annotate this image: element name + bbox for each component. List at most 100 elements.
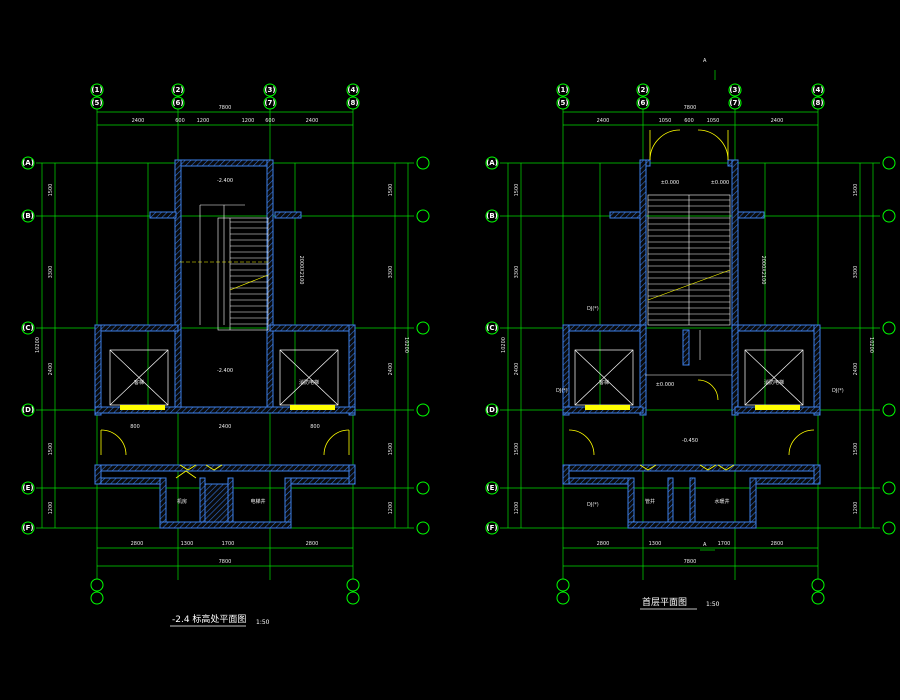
right-stair [645,194,732,376]
dim: 800 [130,424,140,430]
axis-label: (4) [812,86,823,94]
dim: 1500 [48,184,54,197]
axis-label: (4) [347,86,358,94]
left-axis-labels: (1) (2) (3) (4) (5) (6) (7) (8) (A) (B) … [22,86,359,532]
right-axis-labels: (1) (2) (3) (4) (5) (6) (7) (8) (A) (B) … [486,58,824,548]
drawing-title: -2.4 标高处平面图 [172,613,246,625]
dim: 3300 [388,266,394,279]
axis-label: (2) [637,86,648,94]
overall-dim: 7800 [219,559,232,565]
room-label: 机房 [177,498,187,505]
dim: 2800 [306,541,319,547]
dim: 600 [175,118,185,124]
elevation-label: -2.400 [217,178,233,184]
door-tag: DJ(*) [587,502,599,508]
left-stair [180,204,270,331]
axis-label: (B) [22,212,34,220]
overall-dim: 10200 [35,337,41,353]
axis-label: (C) [486,324,498,332]
axis-label: (1) [557,86,568,94]
axis-label: (F) [22,524,33,532]
room-label: 客梯 [599,379,609,386]
axis-label: (D) [22,406,34,414]
right-axis-bubbles [485,83,896,605]
dim: 2400 [219,424,232,430]
dim: 800 [310,424,320,430]
right-floor-plan: (1) (2) (3) (4) (5) (6) (7) (8) (A) (B) … [485,58,896,610]
axis-label: (7) [729,99,740,107]
dim: 1700 [222,541,235,547]
dim: 3300 [514,266,520,279]
dim: 2400 [771,118,784,124]
overall-dim: 10200 [501,337,507,353]
dim: 1500 [388,443,394,456]
room-label: 消防电梯 [299,379,319,386]
axis-label: (8) [347,99,358,107]
left-grid-lines [36,100,414,580]
dim: 1200 [48,502,54,515]
dim: 2400 [132,118,145,124]
dim: 1500 [48,443,54,456]
axis-label: (7) [264,99,275,107]
axis-label: (3) [729,86,740,94]
room-label: 水暖井 [714,498,729,505]
elevation-label: -0.450 [682,438,698,444]
overall-dim: 10200 [403,337,409,353]
dim: 3300 [48,266,54,279]
drawing-title: 首层平面图 [642,596,687,608]
room-label: 电梯井 [250,498,265,505]
dim: 1700 [718,541,731,547]
dim: 2800 [771,541,784,547]
dim: 2800 [131,541,144,547]
overall-dim: 10200 [868,337,874,353]
room-label: 管井 [645,498,655,505]
drawing-scale: 1:50 [706,601,720,608]
left-elevator-cars [109,349,339,410]
dim: 2400 [514,363,520,376]
right-room-labels: ±0.000 ±0.000 ±0.000 -0.450 客梯 消防电梯 管井 水… [556,180,844,508]
axis-label: (B) [486,212,498,220]
dim: 600 [265,118,275,124]
dim: 1050 [707,118,720,124]
axis-label: (E) [22,484,33,492]
dim: 1200 [388,502,394,515]
dim: 2800 [597,541,610,547]
room-label: 消防电梯 [764,379,784,386]
right-title-block: 首层平面图 1:50 [640,596,720,610]
dim: 2400 [853,363,859,376]
right-dimension-texts: 7800 2400 1050 600 1050 2400 2800 1300 1… [501,105,874,565]
dim: 1500 [514,443,520,456]
dim: 1050 [659,118,672,124]
dim: 1500 [388,184,394,197]
dim: 1500 [853,443,859,456]
dim: 1200 [242,118,255,124]
overall-dim: 7800 [684,105,697,111]
elevation-label: ±0.000 [711,180,730,186]
section-marker: A [703,58,707,64]
door-note: 2000X2100 [760,256,766,285]
dim: 1500 [514,184,520,197]
axis-label: (E) [486,484,497,492]
left-walls [94,159,356,529]
door-tag: DJ(*) [556,388,568,394]
door-tag: DJ(*) [832,388,844,394]
elevation-label: -2.400 [217,368,233,374]
right-doors [568,129,815,471]
axis-label: (5) [557,99,568,107]
axis-label: (1) [91,86,102,94]
drawing-scale: 1:50 [256,619,270,626]
left-top-axis-bubbles [21,83,430,605]
section-marker: A [703,542,707,548]
dim: 600 [684,118,694,124]
left-title-block: -2.4 标高处平面图 1:50 [170,613,270,627]
dim: 2400 [388,363,394,376]
room-label: 客梯 [134,379,144,386]
right-elevator-cars [574,349,804,410]
door-note: 2000X2100 [298,256,304,285]
dim: 2400 [48,363,54,376]
dim: 1300 [181,541,194,547]
elevation-label: ±0.000 [661,180,680,186]
axis-label: (C) [22,324,34,332]
axis-label: (A) [22,159,34,167]
